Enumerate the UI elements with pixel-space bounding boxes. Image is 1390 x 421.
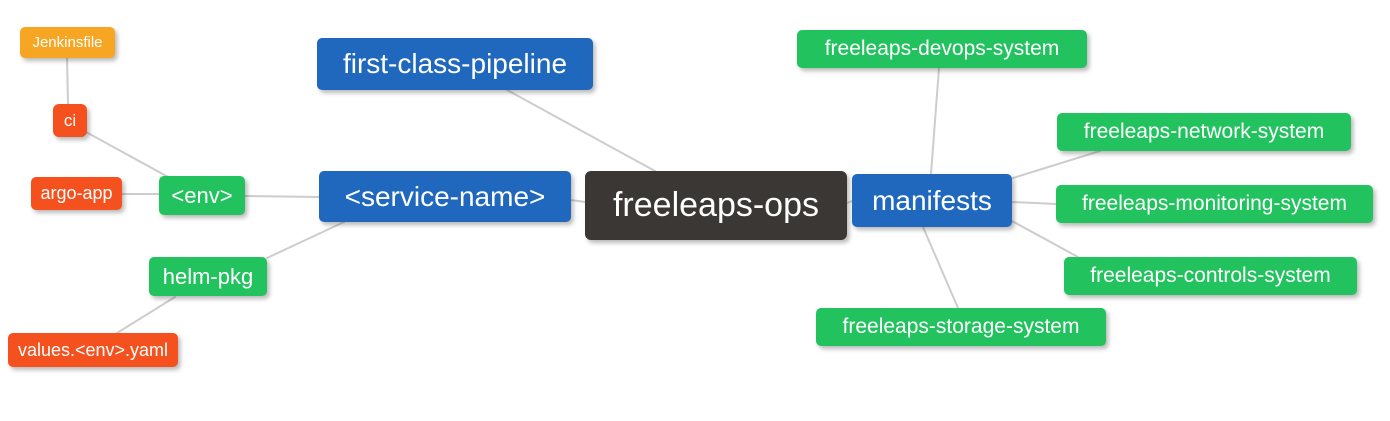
node-controls-system[interactable]: freeleaps-controls-system <box>1064 257 1357 295</box>
edge-env-service-name <box>244 195 320 198</box>
node-devops-system[interactable]: freeleaps-devops-system <box>797 30 1087 68</box>
edge-service-name-root <box>570 199 586 203</box>
edge-root-manifests <box>846 200 853 204</box>
node-service-name[interactable]: <service-name> <box>319 171 571 222</box>
edge-manifests-controls <box>1011 220 1079 258</box>
node-jenkinsfile[interactable]: Jenkinsfile <box>20 27 115 58</box>
node-helm-pkg[interactable]: helm-pkg <box>149 257 267 296</box>
node-argo-app[interactable]: argo-app <box>31 177 122 210</box>
node-storage-system[interactable]: freeleaps-storage-system <box>816 308 1106 346</box>
edge-ci-env <box>85 131 171 179</box>
node-ci[interactable]: ci <box>53 104 87 137</box>
edge-manifests-monitoring <box>1011 201 1057 205</box>
edge-manifests-storage <box>922 226 959 309</box>
node-manifests[interactable]: manifests <box>852 174 1012 227</box>
edge-helm-pkg-service-name <box>266 221 345 259</box>
node-monitoring-system[interactable]: freeleaps-monitoring-system <box>1056 185 1373 223</box>
edge-manifests-network <box>1012 150 1101 179</box>
node-env[interactable]: <env> <box>159 176 245 215</box>
node-freeleaps-ops[interactable]: freeleaps-ops <box>585 171 847 240</box>
node-values-env-yaml[interactable]: values.<env>.yaml <box>8 333 178 367</box>
edge-jenkinsfile-ci <box>66 57 69 105</box>
node-network-system[interactable]: freeleaps-network-system <box>1057 113 1351 151</box>
edge-pipeline-root <box>506 89 656 172</box>
edge-values-helm-pkg <box>116 296 176 334</box>
node-first-class-pipeline[interactable]: first-class-pipeline <box>317 38 593 90</box>
edge-manifests-devops <box>930 67 940 175</box>
